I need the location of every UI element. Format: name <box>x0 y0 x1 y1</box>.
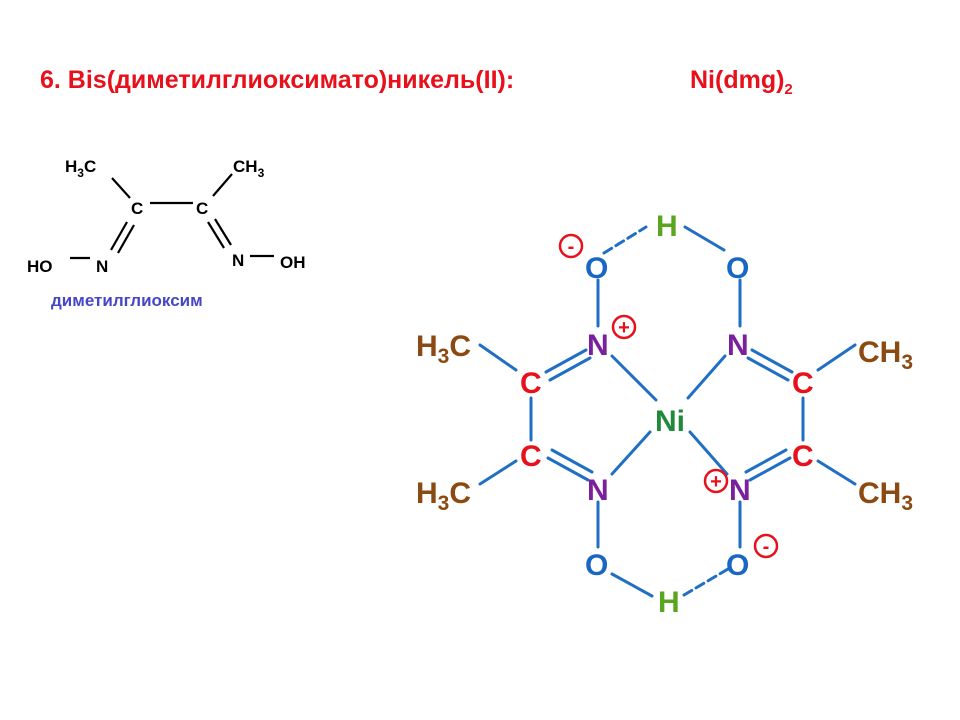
methyl-bottom-left: H3C <box>416 477 471 515</box>
double-bond-cn-bl-b <box>550 448 594 474</box>
bond-ni-n-br <box>688 430 729 476</box>
double-bond-cn-bl-a <box>546 456 590 482</box>
atom-nickel: Ni <box>655 405 685 438</box>
ligand-n-left: N <box>96 257 108 276</box>
charge-minus-bottom: - <box>753 533 779 559</box>
formula-label: Ni(dmg)2 <box>690 66 793 98</box>
atom-o-top-left: O <box>585 252 608 285</box>
atom-c-left-bottom: C <box>520 440 542 473</box>
methyl-top-left: H3C <box>416 330 471 368</box>
atom-n-top-right: N <box>727 329 749 362</box>
atom-n-bottom-right: N <box>729 474 751 507</box>
bond-h-top-o <box>683 225 726 252</box>
complex-bonds <box>478 225 857 598</box>
ligand-double-bond-right-b <box>214 218 232 246</box>
ligand-c-left: C <box>131 199 143 218</box>
atom-c-right-top: C <box>792 367 814 400</box>
ligand-caption: диметилглиоксим <box>51 291 203 310</box>
ligand-ho-label: HO <box>27 257 53 276</box>
bond-ni-n-tr <box>686 354 727 400</box>
charge-plus-top: + <box>611 314 637 340</box>
double-bond-cn-br-a <box>748 456 792 482</box>
ligand-bond-ch3-c-right <box>212 173 233 197</box>
bond-ni-n-bl <box>610 430 652 476</box>
formula-subscript: 2 <box>784 81 793 98</box>
ligand-c-right: C <box>196 199 208 218</box>
atom-o-top-right: O <box>726 252 749 285</box>
complex-atoms: H H O O O O N N N N C C C C Ni H3C H3C C… <box>416 210 913 619</box>
ligand-bond-ch3-c-left <box>111 177 131 199</box>
ligand-labels: H3C CH3 C C N N HO OH диметилглиоксим <box>27 157 306 310</box>
double-bond-cn-tl-b <box>548 356 592 382</box>
atom-c-left-top: C <box>520 367 542 400</box>
ligand-double-bond-left-a <box>110 221 128 251</box>
formula-main: Ni(dmg) <box>690 66 785 94</box>
atom-n-bottom-left: N <box>587 474 609 507</box>
ligand-structure <box>70 173 274 260</box>
minus-sign-top: - <box>568 236 575 258</box>
minus-circle-icon <box>558 233 584 259</box>
methyl-bottom-right: CH3 <box>858 477 913 515</box>
double-bond-cn-tr-a <box>750 348 794 374</box>
page-title: 6. Bis(диметилглиоксимато)никель(II): <box>40 66 515 94</box>
ligand-double-bond-left-b <box>117 224 135 254</box>
double-bond-cn-br-b <box>744 448 788 474</box>
charge-plus-bottom: + <box>703 468 729 494</box>
bond-o-h-bottom <box>610 572 654 598</box>
atom-h-top: H <box>656 210 678 243</box>
atom-c-right-bottom: C <box>792 440 814 473</box>
hbond-bottom-dashed <box>682 567 730 597</box>
bond-me-c-tl <box>478 343 518 372</box>
ligand-h3c-label: H3C <box>65 157 96 180</box>
atom-n-top-left: N <box>587 329 609 362</box>
plus-sign-bottom: + <box>710 471 722 493</box>
minus-circle-icon <box>753 533 779 559</box>
double-bond-cn-tl-a <box>544 348 588 374</box>
plus-circle-icon <box>611 314 637 340</box>
minus-sign-bottom: - <box>763 536 770 558</box>
bond-me-c-tr <box>816 343 857 372</box>
atom-o-bottom-right: O <box>726 549 749 582</box>
double-bond-cn-tr-b <box>746 356 790 382</box>
atom-o-bottom-left: O <box>585 549 608 582</box>
methyl-top-right: CH3 <box>858 336 913 374</box>
ligand-ch3-label: CH3 <box>233 157 265 180</box>
ligand-oh-label: OH <box>280 253 306 272</box>
bond-ni-n-tl <box>610 354 658 402</box>
ligand-n-right: N <box>232 251 244 270</box>
bond-me-c-br <box>816 459 857 486</box>
plus-circle-icon <box>703 468 729 494</box>
plus-sign-top: + <box>618 317 630 339</box>
charge-minus-top: - <box>558 233 584 259</box>
bond-me-c-bl <box>478 459 518 486</box>
hbond-top-dashed <box>602 225 648 255</box>
ligand-double-bond-right-a <box>207 221 225 249</box>
atom-h-bottom: H <box>658 586 680 619</box>
